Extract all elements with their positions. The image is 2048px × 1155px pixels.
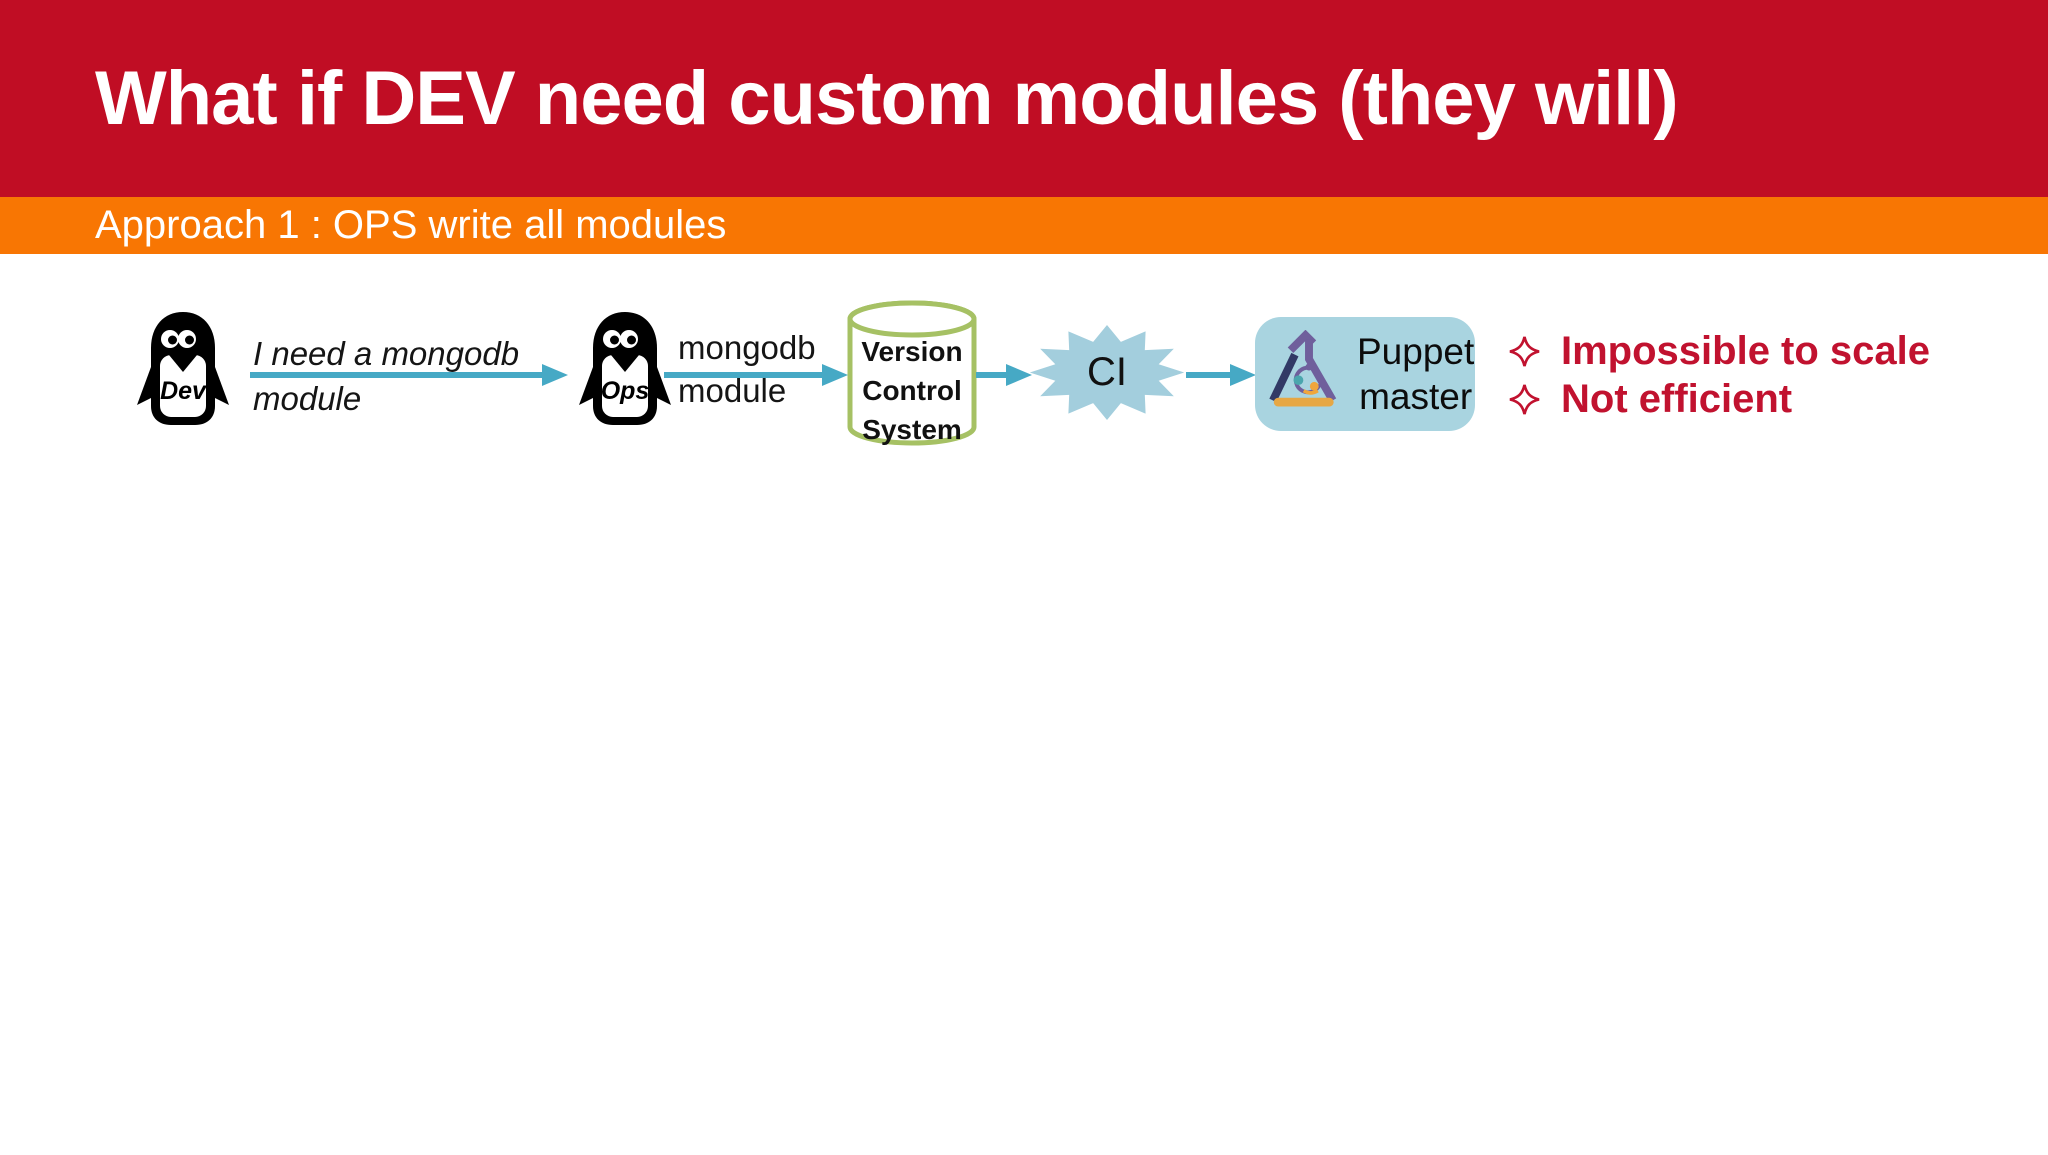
vcs-label-line3: System [862,414,962,445]
vcs-label-line2: Control [862,375,962,406]
issue-item-scale: Impossible to scale [1508,327,1930,375]
ci-label: CI [1087,350,1127,394]
dev-penguin-icon: Dev [137,312,229,425]
puppet-label-line1: Puppet [1357,331,1475,372]
delivery-message-line2: module [678,372,787,409]
delivery-message-line1: mongodb [678,329,816,366]
delivery-message: mongodb module [678,326,816,412]
request-message-line2: module [253,380,362,417]
approach-banner: Approach 1 : OPS write all modules [0,197,2048,254]
request-message: I need a mongodb module [253,331,519,421]
arrow-ops-to-vcs [664,364,848,386]
request-message-line1: I need a mongodb [253,335,520,372]
approach-banner-label: Approach 1 : OPS write all modules [95,203,727,247]
issue-item-efficiency: Not efficient [1508,375,1930,423]
ci-starburst-shape [1029,324,1185,421]
vcs-label-line1: Version [861,336,963,367]
slide-header: What if DEV need custom modules (they wi… [0,0,2048,197]
slide-title: What if DEV need custom modules (they wi… [95,56,1679,141]
puppet-label-line2: master [1359,376,1473,417]
puppet-master-label: Puppet master [1357,329,1474,419]
sparkle-bullet-icon [1509,336,1540,366]
arrow-vcs-to-ci [976,364,1032,386]
dev-penguin-label: Dev [160,377,208,405]
issue-text: Impossible to scale [1561,328,1931,373]
ops-penguin-label: Ops [601,377,650,405]
ops-penguin-icon: Ops [579,312,671,425]
arrow-ci-to-puppet [1186,364,1256,386]
puppet-master-node: Puppet master [1255,317,1475,431]
arrow-dev-to-ops [250,364,568,386]
version-control-label: Version Control System [846,332,978,449]
sparkle-bullet-icon [1509,384,1540,414]
issue-text: Not efficient [1561,376,1793,421]
version-control-cylinder [847,300,977,446]
issues-list: Impossible to scale Not efficient [1508,327,1930,423]
puppet-flask-icon [1269,330,1337,407]
